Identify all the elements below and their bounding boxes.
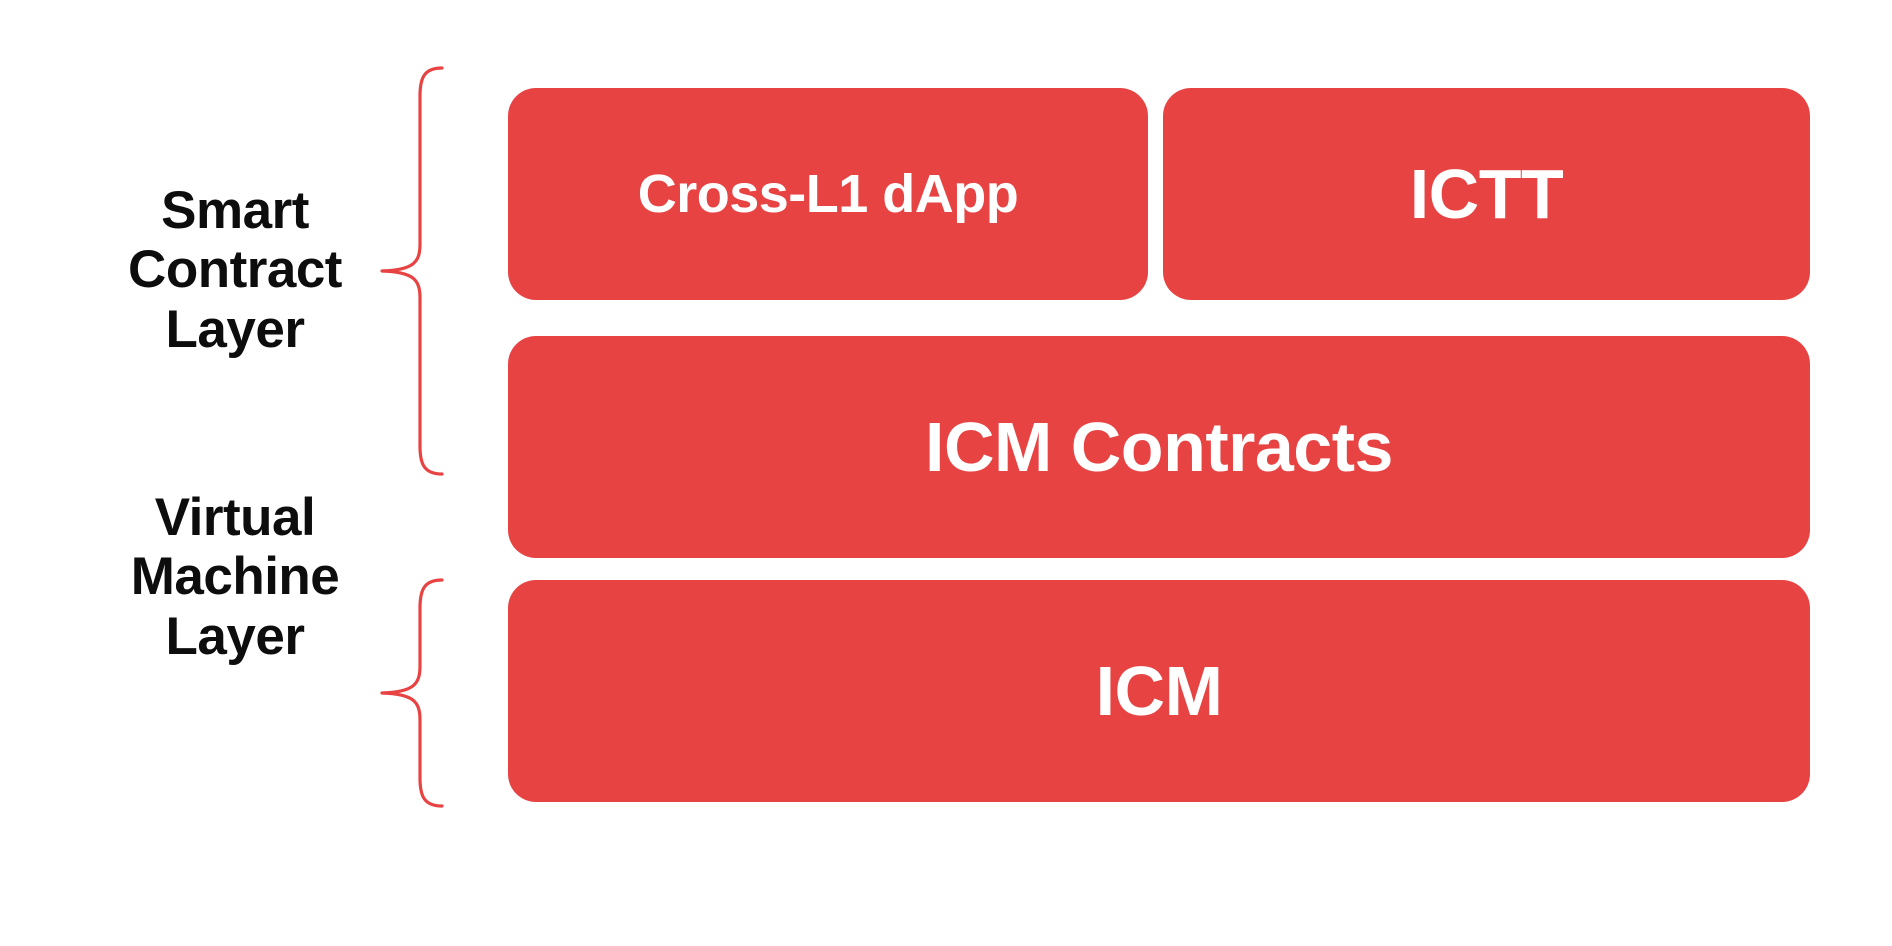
layer-label-virtual-machine: Virtual Machine Layer: [60, 462, 410, 692]
node-box-cross-l1-dapp[interactable]: Cross-L1 dApp: [508, 88, 1148, 300]
node-box-ictt[interactable]: ICTT: [1163, 88, 1810, 300]
layer-label-line: Layer: [165, 606, 305, 666]
node-box-label: ICTT: [1409, 155, 1564, 233]
layer-label-line: Virtual: [154, 487, 316, 547]
node-box-label: ICM: [1095, 652, 1223, 730]
layer-label-line: Machine: [130, 547, 340, 607]
layer-label-line: Layer: [165, 299, 305, 359]
layer-label-smart-contract: Smart Contract Layer: [60, 150, 410, 390]
layer-label-line: Contract: [128, 240, 342, 300]
layer-label-line: Smart: [161, 180, 309, 240]
node-box-icm-contracts[interactable]: ICM Contracts: [508, 336, 1810, 558]
node-box-label: ICM Contracts: [925, 408, 1393, 486]
node-box-icm[interactable]: ICM: [508, 580, 1810, 802]
node-box-label: Cross-L1 dApp: [637, 164, 1019, 224]
